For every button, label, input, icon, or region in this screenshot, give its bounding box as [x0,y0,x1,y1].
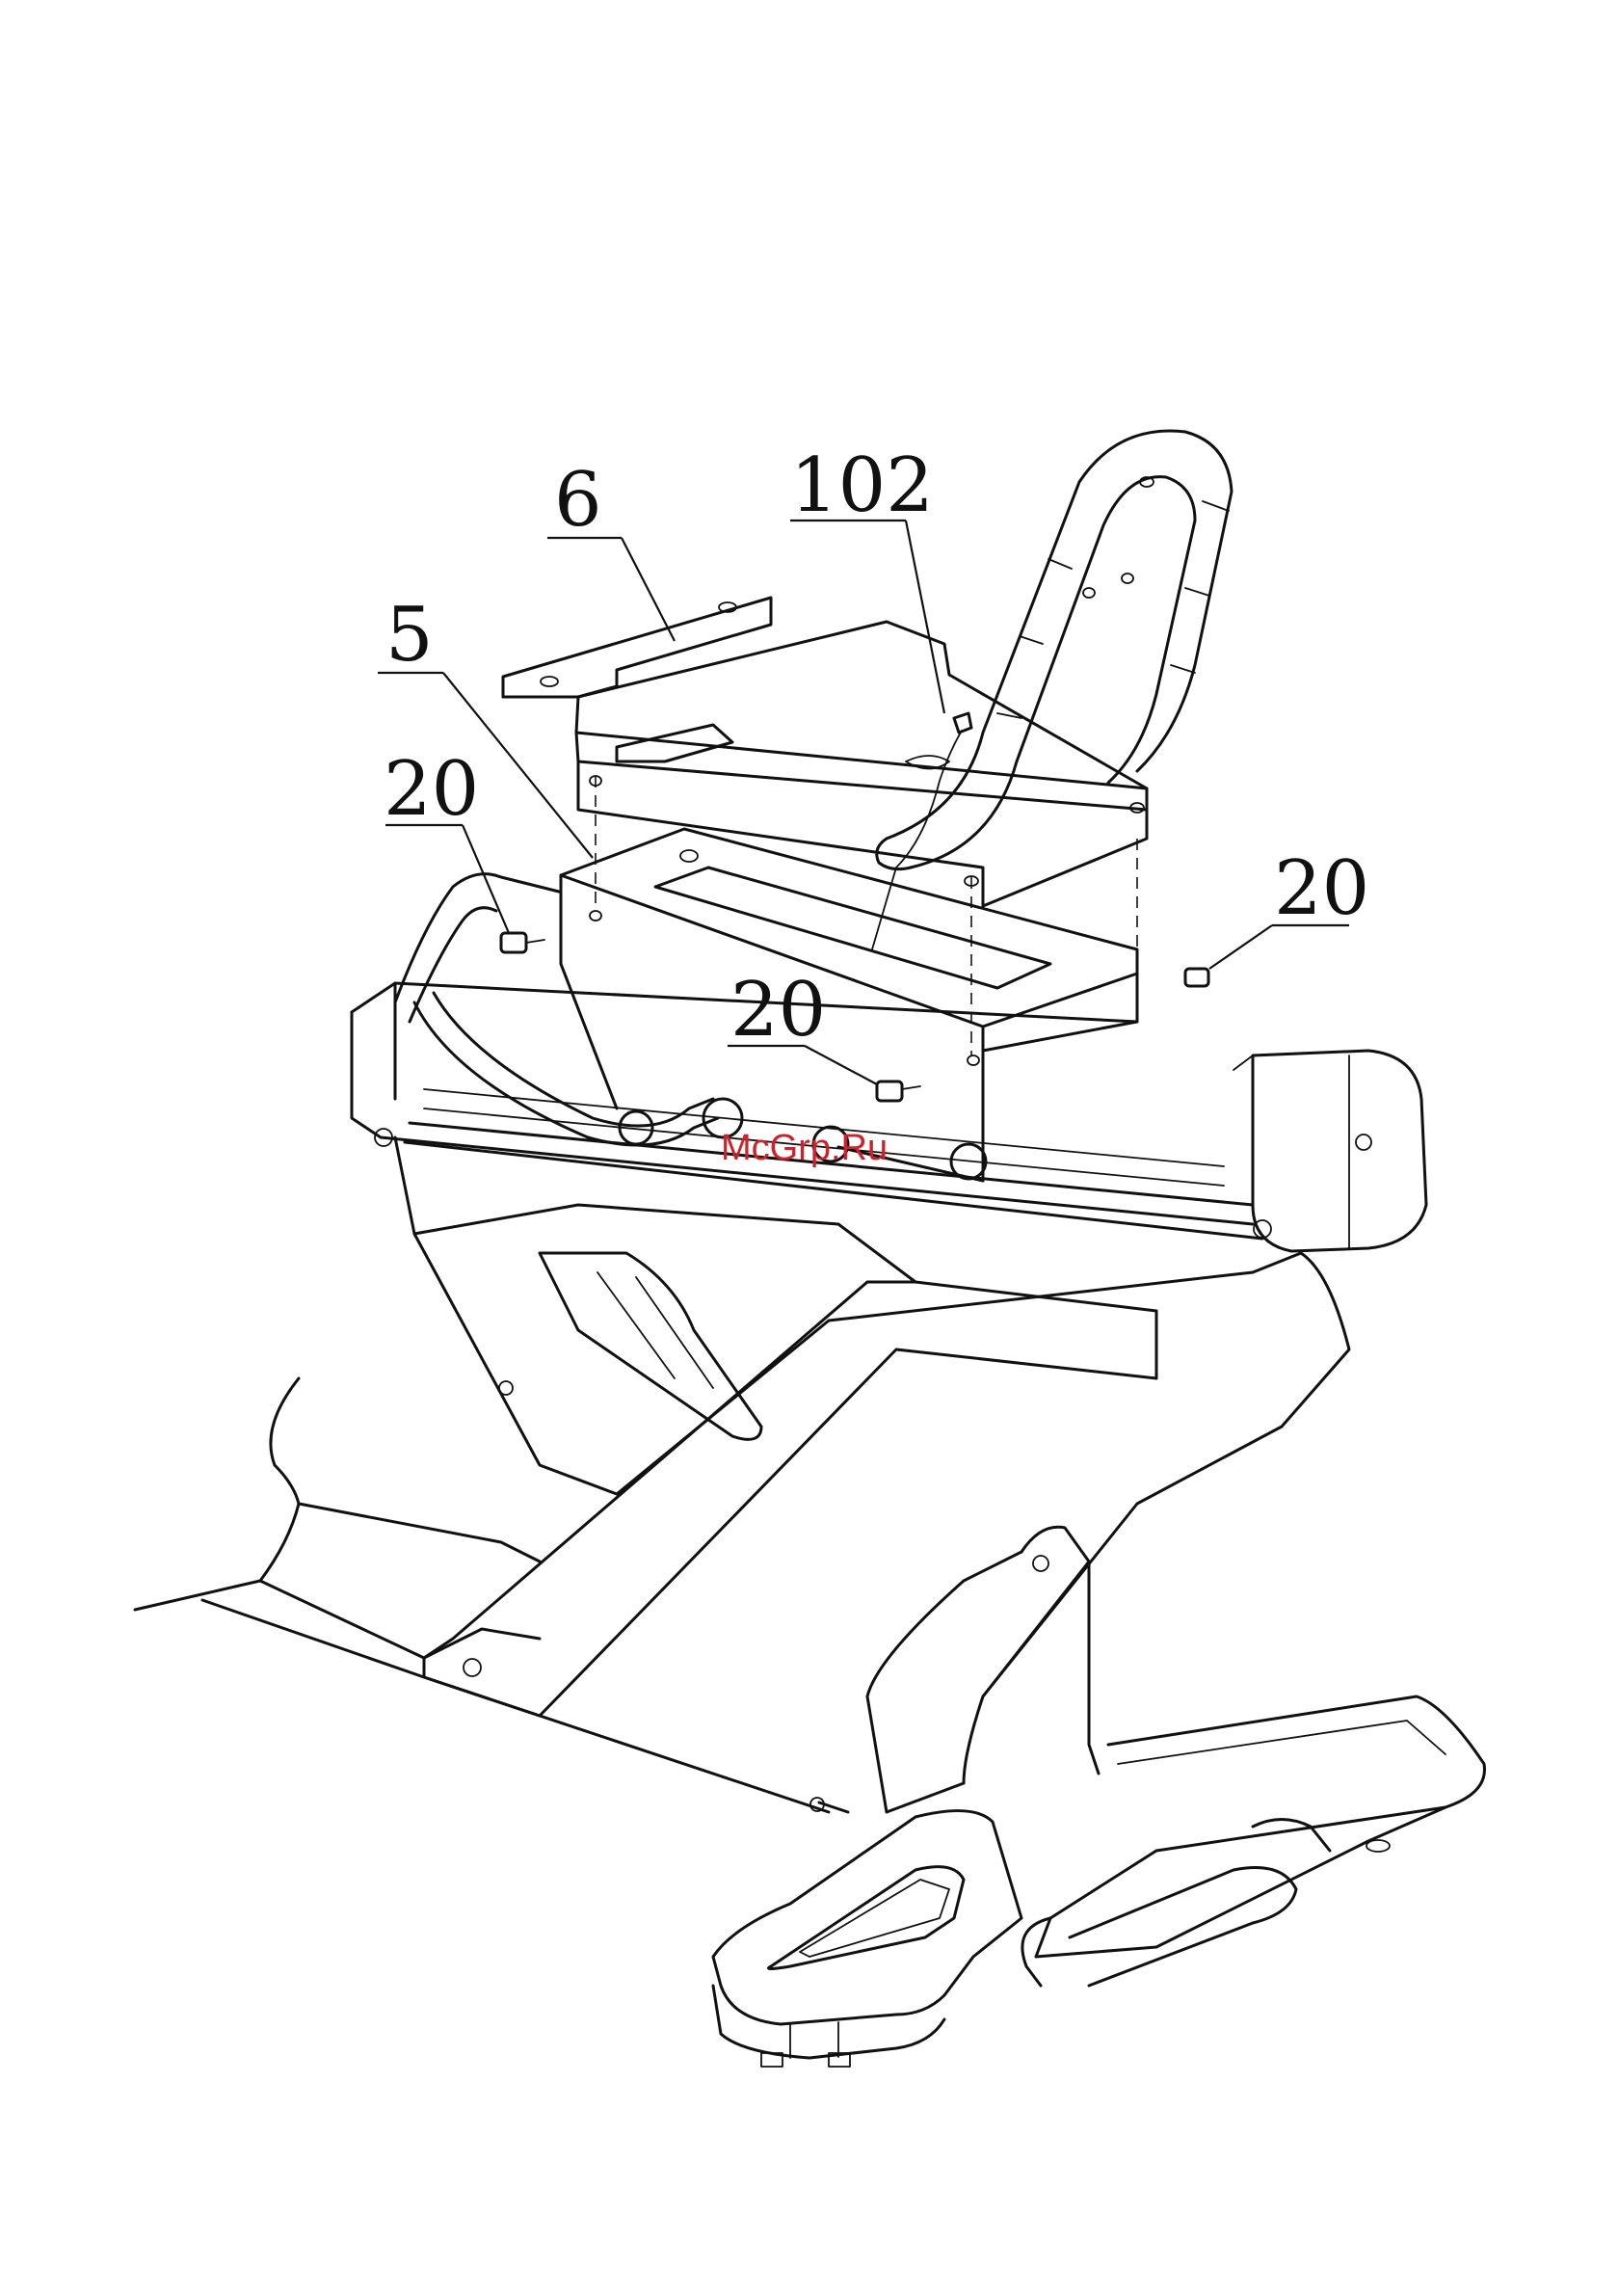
rear-base [867,1527,1485,1986]
callout-part-6: 6 [554,457,602,544]
bolts-part-20 [501,933,1208,1101]
callout-bolt-upper-left: 20 [384,746,479,833]
cable-part-102 [872,713,971,949]
callout-part-102: 102 [790,442,934,529]
callout-part-5: 5 [385,592,434,679]
callout-bolt-center: 20 [730,967,826,1054]
watermark: McGrp.Ru [721,1128,888,1168]
front-foot [713,1811,1021,2067]
main-frame [395,1137,1349,1716]
seat-rail [352,983,1426,1251]
callout-bolt-right: 20 [1274,845,1369,932]
floor-frame [135,1378,848,1812]
callout-leaders [378,521,1349,1084]
